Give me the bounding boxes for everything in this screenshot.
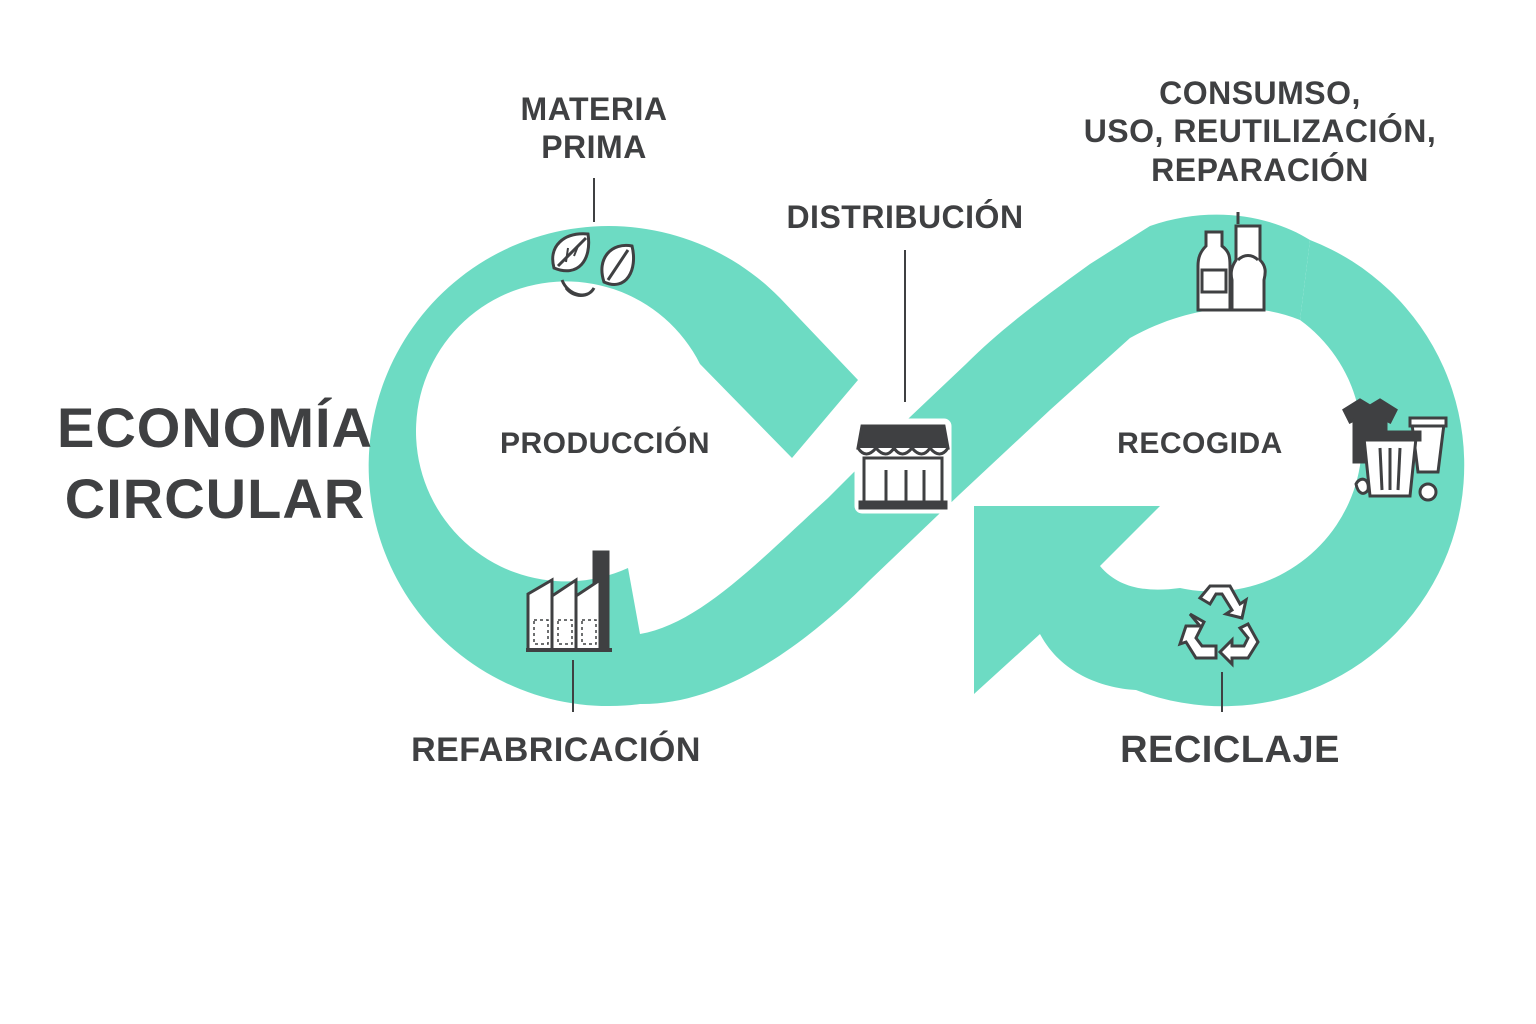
label-materia-prima: MATERIA PRIMA: [494, 90, 694, 167]
recycle-icon: [1177, 584, 1260, 668]
label-distribucion: DISTRIBUCIÓN: [786, 199, 1024, 235]
diagram-title: ECONOMÍA CIRCULAR: [40, 392, 390, 534]
consumo-line-1: CONSUMSO,: [1159, 75, 1361, 111]
leaves-icon: [551, 232, 635, 297]
consumo-line-2: USO, REUTILIZACIÓN,: [1083, 113, 1437, 150]
bottles-icon: [1196, 212, 1267, 312]
materia-prima-line-2: PRIMA: [541, 129, 647, 166]
label-recogida: RECOGIDA: [1117, 427, 1283, 460]
right-loop-band: [974, 240, 1465, 707]
title-line-2: CIRCULAR: [64, 467, 366, 531]
factory-icon: [526, 550, 612, 652]
materia-prima-line-1: MATERIA: [520, 91, 668, 127]
waste-bin-icon: [1342, 398, 1448, 502]
leader-lines: [572, 178, 1223, 712]
label-refabricacion: REFABRICACIÓN: [411, 731, 701, 769]
label-consumo: CONSUMSO, USO, REUTILIZACIÓN, REPARACIÓN: [1070, 74, 1450, 189]
title-line-1: ECONOMÍA: [57, 396, 373, 459]
label-reciclaje: RECICLAJE: [1120, 729, 1340, 771]
label-produccion: PRODUCCIÓN: [499, 427, 710, 460]
store-icon: [854, 418, 952, 514]
consumo-line-3: REPARACIÓN: [1151, 151, 1369, 188]
